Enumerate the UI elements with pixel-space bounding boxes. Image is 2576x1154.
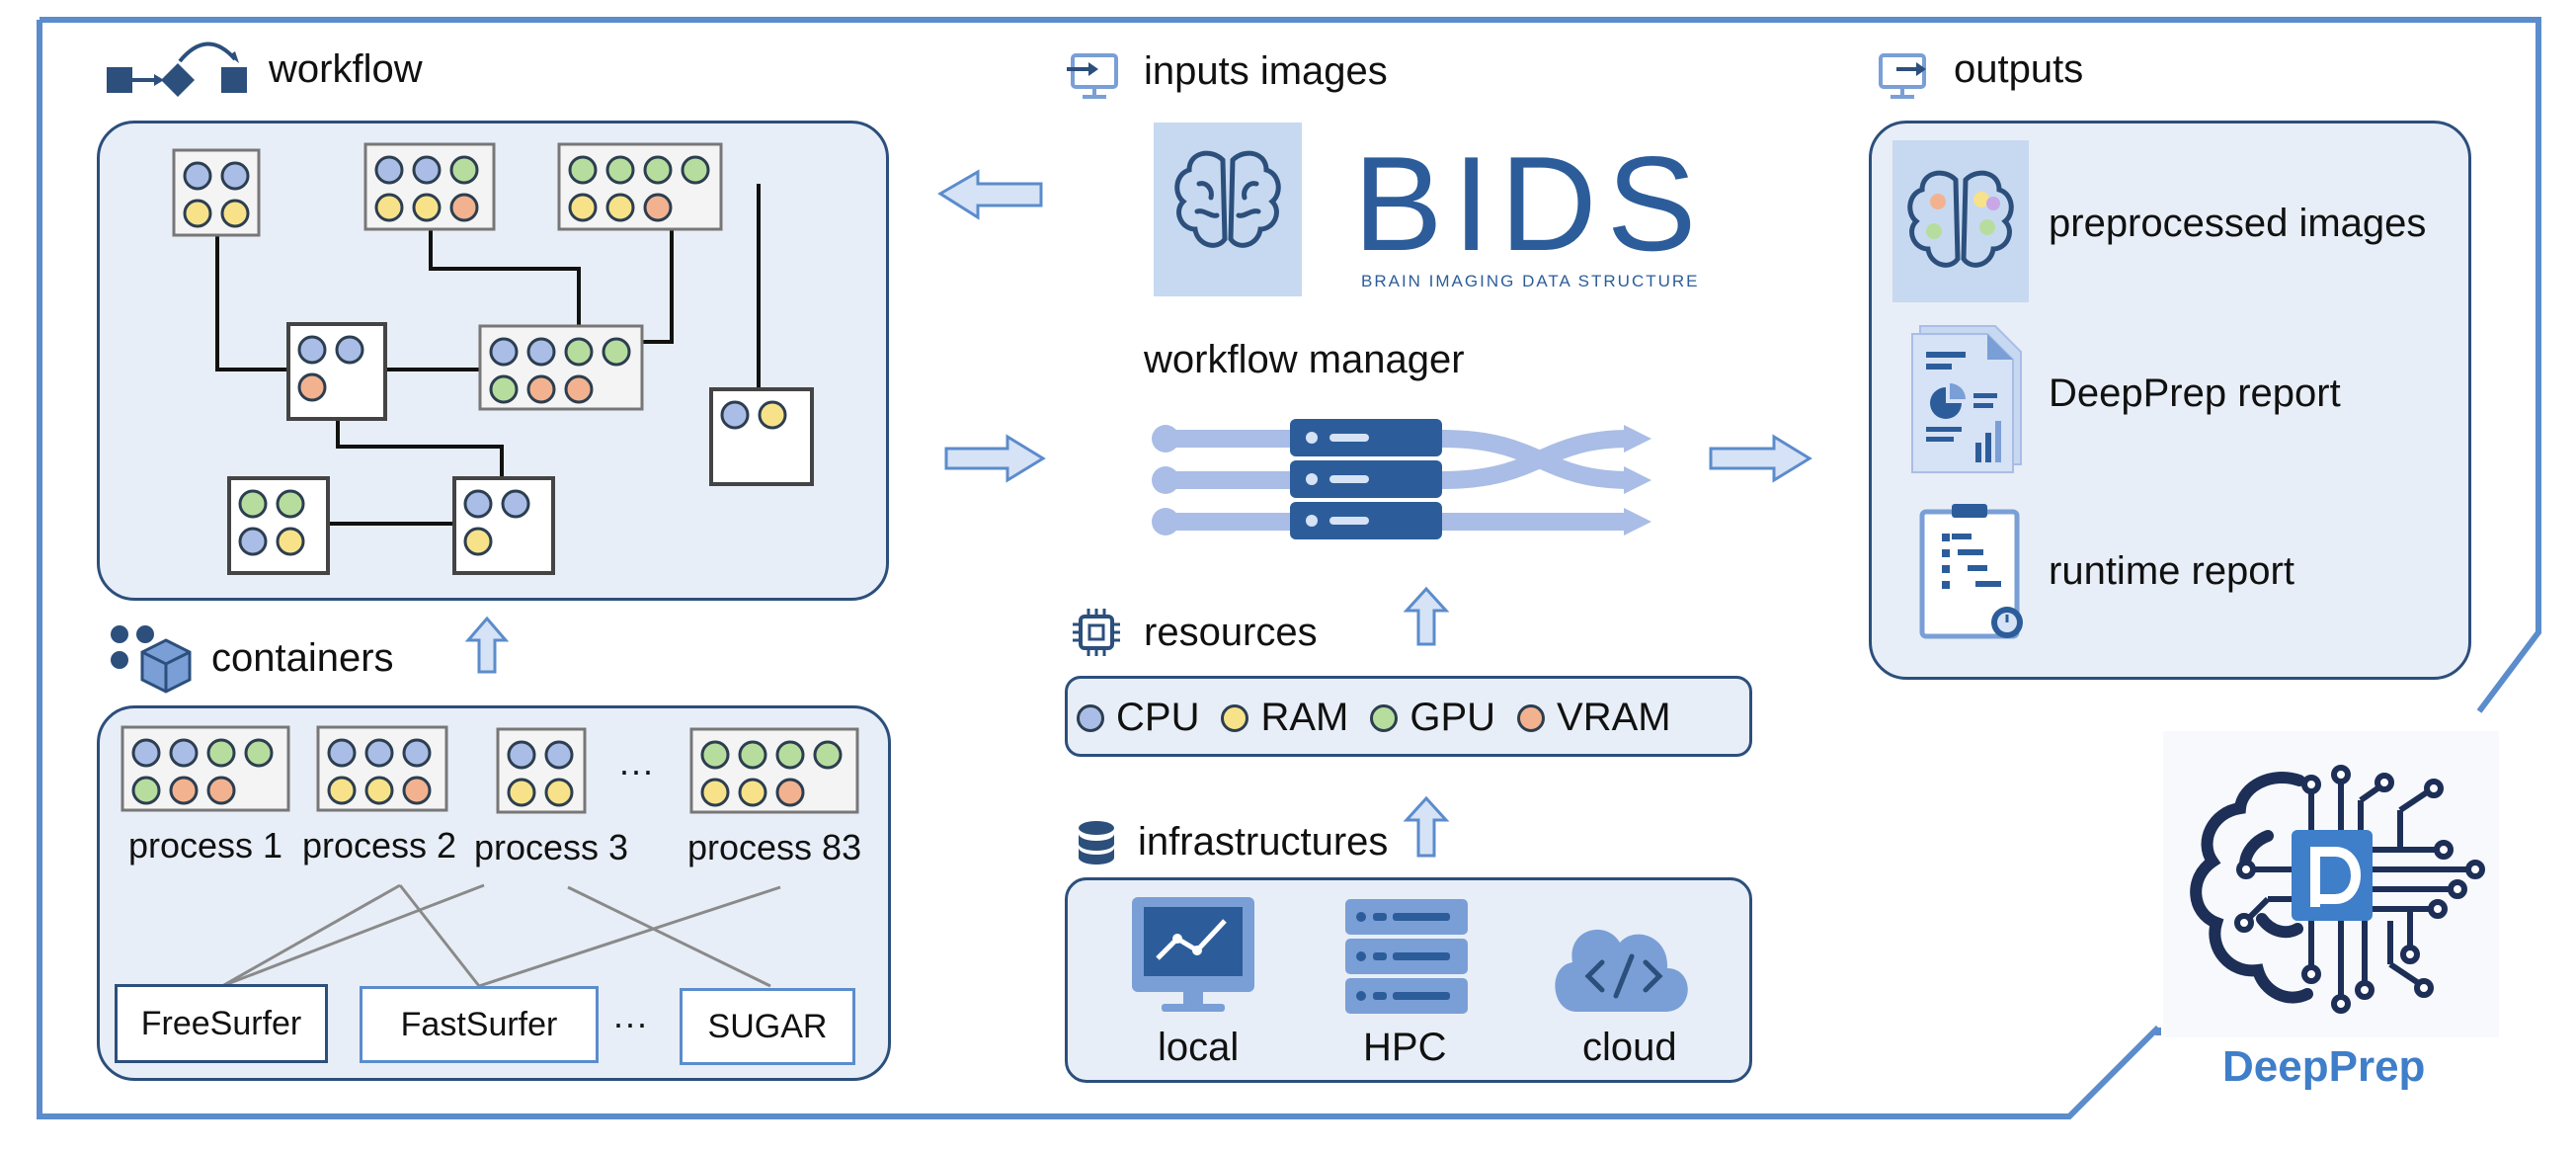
resource-gpu-label: GPU bbox=[1409, 696, 1496, 739]
process-box bbox=[496, 727, 587, 814]
inputs-title: inputs images bbox=[1144, 49, 1388, 93]
resource-ram: RAM bbox=[1221, 696, 1348, 740]
cpu-dot bbox=[1077, 703, 1104, 732]
infra-local-label: local bbox=[1158, 1026, 1240, 1069]
workflow-manager-title: workflow manager bbox=[1144, 338, 1465, 381]
tool-sugar-label: SUGAR bbox=[707, 1007, 828, 1045]
gpu-dot bbox=[1370, 703, 1399, 732]
process-label-3: process 3 bbox=[474, 827, 629, 867]
process-box bbox=[689, 727, 859, 814]
process-label-1: process 1 bbox=[128, 825, 283, 866]
workflow-node bbox=[286, 322, 387, 421]
tool-freesurfer-label: FreeSurfer bbox=[140, 1004, 302, 1042]
resource-cpu: CPU bbox=[1077, 696, 1199, 740]
server-icon bbox=[1290, 419, 1442, 539]
workflow-edge bbox=[642, 188, 674, 344]
output-report-label: DeepPrep report bbox=[2049, 371, 2341, 415]
workflow-node bbox=[227, 476, 330, 575]
infra-hpc-label: HPC bbox=[1363, 1026, 1447, 1069]
bids-title: BIDS bbox=[1353, 128, 1707, 279]
process-box bbox=[316, 725, 448, 812]
tool-fastsurfer: FastSurfer bbox=[360, 986, 599, 1063]
process-ellipsis: ··· bbox=[618, 750, 654, 790]
workflow-edge bbox=[429, 229, 581, 326]
process-label-83: process 83 bbox=[687, 827, 862, 867]
resource-vram-label: VRAM bbox=[1557, 696, 1671, 739]
resource-vram: VRAM bbox=[1517, 696, 1671, 740]
resources-title: resources bbox=[1144, 611, 1318, 654]
tool-fastsurfer-label: FastSurfer bbox=[400, 1005, 558, 1043]
resource-ram-label: RAM bbox=[1260, 696, 1349, 739]
workflow-node bbox=[557, 142, 723, 231]
workflow-node bbox=[478, 324, 644, 411]
workflow-title: workflow bbox=[269, 47, 423, 91]
workflow-node bbox=[709, 387, 814, 486]
bids-subtitle: BRAIN IMAGING DATA STRUCTURE bbox=[1361, 272, 1700, 290]
deepprep-brand-text: DeepPrep bbox=[2222, 1042, 2426, 1091]
outputs-title: outputs bbox=[1954, 47, 2084, 91]
resource-cpu-label: CPU bbox=[1116, 696, 1200, 739]
process-box bbox=[121, 725, 290, 812]
infra-cloud-label: cloud bbox=[1582, 1026, 1677, 1069]
output-runtime-label: runtime report bbox=[2049, 549, 2294, 593]
resources-legend: CPU RAM GPU VRAM bbox=[1077, 696, 1693, 740]
workflow-node bbox=[363, 142, 496, 231]
tool-sugar: SUGAR bbox=[680, 988, 855, 1065]
tool-ellipsis: ··· bbox=[612, 1003, 648, 1043]
resources-panel bbox=[1065, 676, 1752, 757]
workflow-edge bbox=[215, 235, 292, 371]
vram-dot bbox=[1517, 703, 1546, 732]
infrastructures-title: infrastructures bbox=[1138, 820, 1389, 864]
resource-gpu: GPU bbox=[1370, 696, 1495, 740]
output-preprocessed-label: preprocessed images bbox=[2049, 202, 2427, 245]
workflow-edge bbox=[336, 419, 504, 478]
tool-freesurfer: FreeSurfer bbox=[115, 984, 328, 1063]
process-label-2: process 2 bbox=[302, 825, 457, 866]
workflow-node bbox=[172, 148, 261, 237]
workflow-node bbox=[452, 476, 555, 575]
containers-title: containers bbox=[211, 636, 394, 680]
ram-dot bbox=[1221, 703, 1249, 732]
